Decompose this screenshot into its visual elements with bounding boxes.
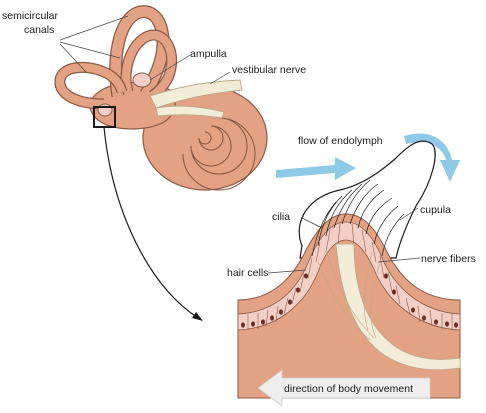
semicircular-canals [54, 5, 178, 110]
label-semicircular: semicircular [2, 10, 59, 22]
flow-arrow-left [276, 157, 356, 180]
nerve-fiber-bundle [335, 243, 461, 371]
inner-ear [54, 5, 268, 321]
zoom-arrow [103, 126, 199, 319]
label-canals: canals [24, 24, 54, 36]
cilia-strands [311, 179, 405, 257]
labels: semicircular canals ampulla vestibular n… [2, 10, 476, 395]
flow-arrow-right [404, 133, 460, 182]
flow-arrows [276, 133, 460, 182]
label-ampulla: ampulla [190, 48, 227, 60]
ampulla-shape [132, 72, 152, 88]
body-movement-arrow [257, 369, 431, 407]
label-cilia: cilia [272, 211, 290, 223]
label-flow-of-endolymph: flow of endolymph [298, 135, 383, 147]
vestibular-nerve-shape [149, 79, 243, 109]
label-vestibular-nerve: vestibular nerve [232, 64, 306, 76]
label-cupula: cupula [420, 204, 451, 216]
label-direction-of-body-movement: direction of body movement [284, 383, 413, 395]
label-hair-cells: hair cells [227, 267, 268, 279]
ampulla-section [237, 140, 461, 407]
label-nerve-fibers: nerve fibers [421, 253, 476, 265]
